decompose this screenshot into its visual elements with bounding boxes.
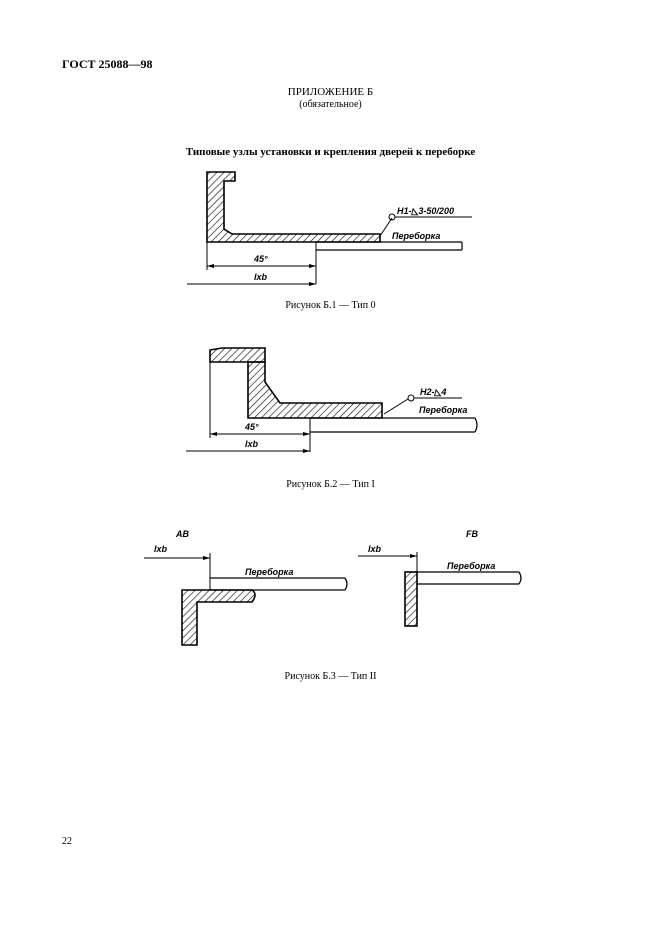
fig2-profile [247,361,383,419]
fig3-left-title: АВ [175,529,189,539]
fig2-dim-label: lxb [245,439,259,449]
fig1-dim-label: lxb [254,272,268,282]
section-title: Типовые узлы установки и крепления двере… [185,146,476,158]
fig3-left-dim-label: lxb [154,544,168,554]
fig1-profile [206,171,381,243]
fig2-bulkhead-label: Переборка [419,405,467,415]
fig2-top-flange [209,347,266,363]
figure-3-caption: Рисунок Б.3 — Тип II [284,671,377,682]
fig3-left-profile [181,589,256,646]
fig3-left-bulkhead-label: Переборка [245,567,293,577]
figure-3-right-drawing [358,552,522,627]
figure-1-caption: Рисунок Б.1 — Тип 0 [285,300,376,311]
annex-title: ПРИЛОЖЕНИЕ Б [287,86,374,98]
figure-3-left-drawing [144,553,348,646]
fig3-right-plate [404,571,418,627]
fig1-weld-label: H1-◺3-50/200 [397,206,454,216]
document-code: ГОСТ 25088—98 [62,57,153,71]
fig1-bulkhead-label: Переборка [392,231,440,241]
fig3-right-bulkhead-label: Переборка [447,561,495,571]
page-number: 22 [62,836,72,847]
fig2-dim-angle: 45° [244,422,259,432]
annex-subtitle: (обязательное) [299,99,362,110]
figure-2-drawing [186,347,478,453]
figure-2-caption: Рисунок Б.2 — Тип I [286,479,375,490]
fig3-right-title: FB [466,529,478,539]
fig1-dim-angle: 45° [253,254,268,264]
fig2-weld-label: H2-◺4 [420,387,446,397]
fig3-right-dim-label: lxb [368,544,382,554]
figure-1-drawing [187,171,472,286]
